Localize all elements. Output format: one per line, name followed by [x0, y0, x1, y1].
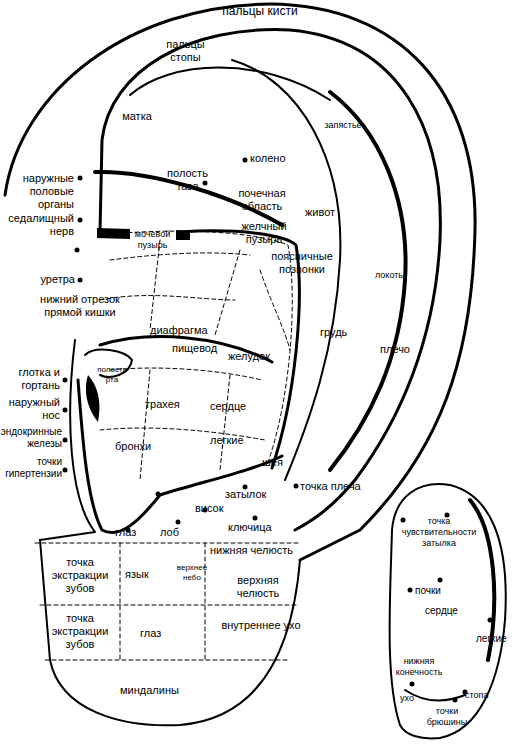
ear-point-label: матка: [116, 110, 158, 123]
ear-point-label: ключица: [228, 521, 283, 534]
ear-point-label: колено: [250, 152, 300, 165]
ear-point-label: нижний отрезок прямой кишки: [22, 293, 138, 319]
ear-point-label: лоб: [160, 526, 185, 539]
ear-point-label: наружный нос: [0, 396, 60, 422]
point-dot: [408, 588, 413, 593]
point-dot: [78, 176, 83, 181]
point-dots: [63, 158, 493, 703]
ear-point-label: легкие: [476, 633, 518, 645]
ear-point-label: точки гипертензии: [0, 456, 62, 480]
point-dot: [488, 618, 493, 623]
point-dot: [253, 516, 258, 521]
ear-point-label: плечо: [380, 343, 425, 356]
point-dot: [63, 378, 68, 383]
ear-point-label: почечная область: [228, 187, 296, 213]
ear-point-label: язык: [125, 568, 160, 581]
ear-point-label: миндалины: [120, 684, 195, 697]
ear-point-label: нижняя конечность: [383, 656, 455, 678]
point-dot: [410, 682, 415, 687]
ear-point-label: нижняя челюсть: [210, 544, 305, 557]
concha-bottom: [78, 380, 282, 533]
ear-point-label: внутреннее ухо: [220, 619, 302, 632]
scapha-line: [130, 68, 330, 101]
ear-point-label: затылок: [225, 488, 280, 501]
point-dot: [63, 408, 68, 413]
small-ear-outline: [390, 484, 506, 738]
ear-point-label: пальцы стопы: [158, 38, 213, 64]
ear-point-label: грудь: [320, 326, 365, 339]
ear-point-label: локоть: [368, 270, 410, 281]
ear-point-label: пищевод: [172, 342, 232, 355]
ear-point-label: глотка и гортань: [0, 366, 60, 392]
point-dot: [176, 520, 181, 525]
ear-point-label: бронхи: [115, 440, 165, 453]
ear-point-label: точки брюшины: [416, 706, 478, 728]
ear-point-label: почки: [415, 585, 455, 597]
lobe-grid: [35, 543, 300, 660]
point-dot: [63, 438, 68, 443]
ear-point-label: сердце: [210, 400, 260, 413]
ear-point-label: желчный пузырь: [232, 220, 296, 246]
ear-point-label: стопа: [465, 690, 505, 701]
point-dot: [438, 578, 443, 583]
point-dot: [78, 218, 83, 223]
ear-point-label: желудок: [228, 350, 283, 363]
point-dot: [453, 698, 458, 703]
ear-point-label: легкие: [210, 434, 255, 447]
ear-point-label: точка экстракции зубов: [40, 612, 120, 651]
ear-point-label: живот: [305, 206, 350, 219]
ear-point-label: седалищный нерв: [2, 212, 74, 238]
helix-outer: [5, 4, 475, 560]
point-dot: [243, 158, 248, 163]
ear-point-label: поясничные позвонки: [262, 250, 342, 276]
ear-point-label: уретра: [20, 273, 75, 286]
ear-point-label: трахея: [145, 398, 195, 411]
ear-point-label: запястье: [316, 120, 370, 131]
point-dot: [203, 181, 208, 186]
ear-point-label: полость рта: [92, 365, 132, 385]
ear-point-label: пальцы кисти: [215, 4, 305, 18]
point-dot: [78, 278, 83, 283]
ear-point-label: мочевой пузырь: [125, 229, 180, 251]
point-dot: [294, 484, 299, 489]
ear-point-label: висок: [195, 502, 235, 515]
ear-point-label: верхняя челюсть: [222, 574, 294, 600]
ear-point-label: диафрагма: [150, 324, 220, 337]
antihelix-thick: [330, 92, 406, 470]
ear-point-label: ухо: [400, 693, 425, 704]
tragus-fill: [86, 375, 99, 422]
point-dot: [401, 518, 406, 523]
ear-point-label: сердце: [425, 605, 470, 617]
ear-point-label: точка экстракции зубов: [40, 556, 120, 595]
ear-point-label: эндокринные железы: [0, 426, 62, 450]
ear-point-label: наружные половые органы: [2, 172, 74, 211]
point-dot: [75, 248, 80, 253]
ear-point-label: точка плеча: [300, 480, 375, 493]
point-dot: [156, 492, 161, 497]
point-dot: [63, 468, 68, 473]
ear-point-label: верхнее небо: [170, 563, 214, 583]
helix-inner: [100, 30, 440, 530]
ear-point-label: шея: [262, 456, 292, 469]
ear-point-label: глаз: [115, 526, 150, 539]
lobe-outline: [40, 540, 300, 725]
ear-point-label: точка чувствительности затылка: [394, 516, 484, 549]
ear-point-label: глаз: [140, 627, 175, 640]
ear-point-label: полость таза: [160, 167, 215, 193]
